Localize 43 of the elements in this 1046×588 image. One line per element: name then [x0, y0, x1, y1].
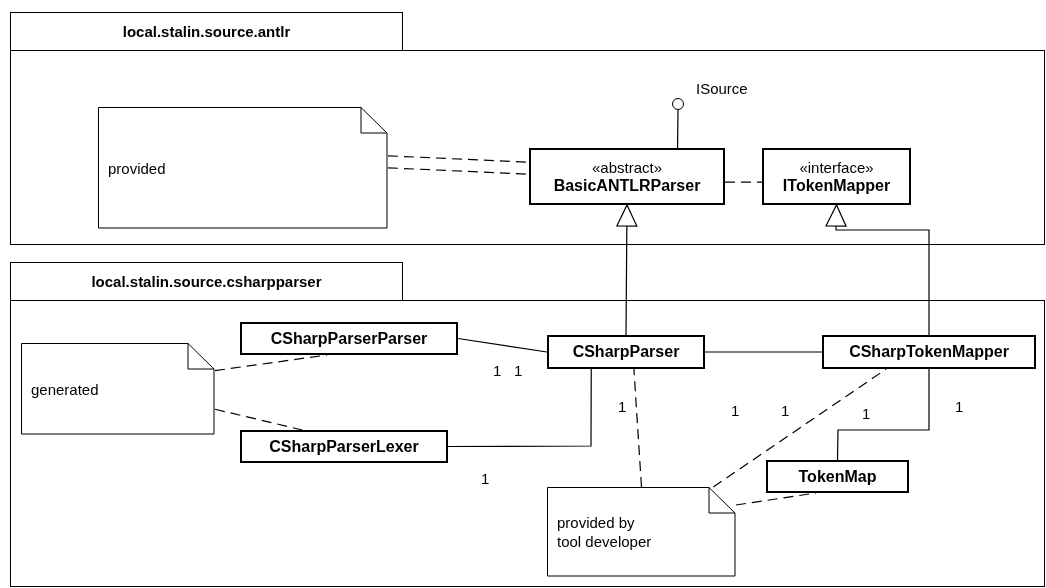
association-line	[704, 351, 823, 353]
multiplicity-label: 1	[618, 398, 627, 415]
class-box	[240, 322, 458, 355]
dashed-connector	[712, 368, 887, 488]
association-line	[447, 368, 592, 448]
note-text: provided by tool developer	[557, 513, 653, 551]
class-box	[547, 335, 705, 369]
note-text: generated	[31, 379, 99, 399]
class-box	[529, 148, 725, 205]
multiplicity-label: 1	[781, 402, 790, 419]
class-name: TokenMap	[798, 467, 877, 486]
stereotype-label: «interface»	[799, 158, 874, 177]
dashed-connector	[633, 368, 643, 488]
dashed-connector	[214, 354, 328, 372]
package-name: local.stalin.source.antlr	[10, 12, 403, 51]
multiplicity-label: 1	[493, 362, 502, 379]
class-name: ITokenMapper	[782, 176, 891, 195]
multiplicity-label: 1	[514, 362, 523, 379]
class-name: BasicANTLRParser	[553, 176, 701, 195]
class-name: CSharpParserLexer	[269, 437, 419, 456]
note-text: provided	[108, 158, 166, 178]
multiplicity-label: 1	[955, 398, 964, 415]
generalization-arrow	[825, 204, 930, 336]
class-box	[822, 335, 1036, 369]
class-box	[766, 460, 909, 493]
package-name: local.stalin.source.csharpparser	[10, 262, 403, 301]
class-name: CSharpParserParser	[270, 329, 428, 348]
association-line	[457, 337, 548, 353]
class-box	[240, 430, 448, 463]
dashed-connector	[735, 492, 817, 506]
interface-name: ISource	[696, 80, 748, 97]
class-name: CSharpTokenMapper	[849, 343, 1009, 361]
class-box	[762, 148, 911, 205]
stereotype-label: «abstract»	[591, 158, 662, 177]
multiplicity-label: 1	[862, 405, 871, 422]
dashed-connector	[724, 181, 763, 183]
multiplicity-label: 1	[481, 470, 490, 487]
generalization-arrow	[616, 204, 638, 336]
class-name: CSharpParser	[572, 343, 680, 361]
dashed-connector	[214, 408, 303, 431]
association-line	[676, 109, 679, 149]
association-line	[836, 368, 930, 461]
multiplicity-label: 1	[731, 402, 740, 419]
